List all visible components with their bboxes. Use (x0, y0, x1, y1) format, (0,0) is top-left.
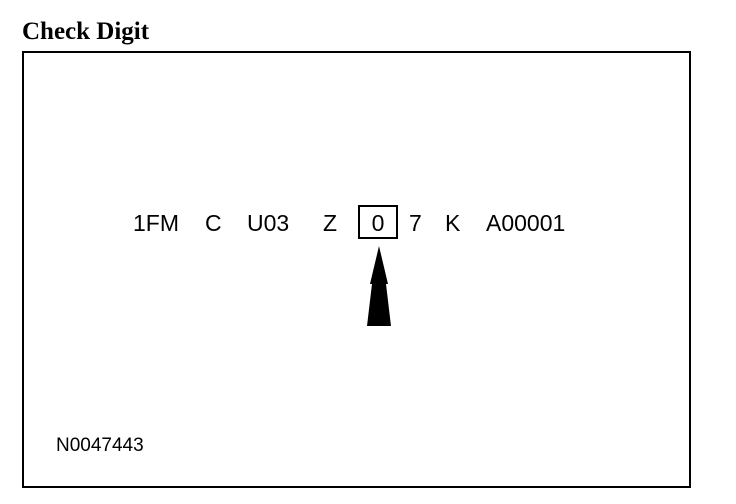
vin-segment-line-series-body: U03 (247, 210, 290, 236)
vin-segment-serial: A00001 (486, 210, 566, 236)
diagram-title: Check Digit (22, 18, 150, 45)
figure-code: N0047443 (56, 435, 144, 456)
vin-segment-model-year: 7 (409, 210, 422, 236)
vin-segment-restraint: C (205, 210, 222, 236)
vin-segment-plant: K (445, 210, 461, 236)
diagram-frame (22, 51, 691, 488)
vin-segment-engine: Z (323, 210, 338, 236)
check-digit-box: 0 (358, 205, 398, 239)
vin-segment-wmi: 1FM (133, 210, 179, 236)
pointer-arrow-icon (367, 246, 391, 326)
